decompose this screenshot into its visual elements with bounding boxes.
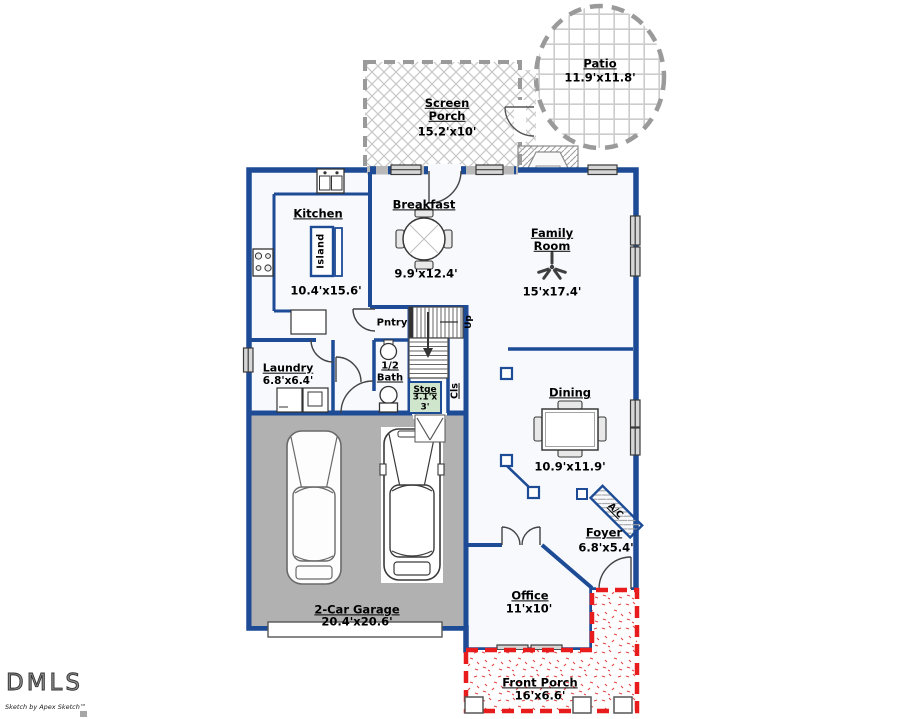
car-right [379,427,445,583]
kitchen-island [309,225,343,278]
island-label: Island [315,233,327,269]
screen-porch-label: Screen Porch [424,95,470,123]
front-porch-area [463,587,640,714]
window [629,399,641,428]
foyer-label: Foyer [585,525,623,540]
family-room-dims: 15'x17.4' [522,284,582,299]
stairs-up-label: Up [463,315,474,329]
storage-dims: 3.1'x 3' [412,392,438,413]
window [629,427,641,456]
kitchen-label: Kitchen [293,206,343,221]
garage-area [251,408,465,638]
laundry-dims: 6.8'x6.4' [262,374,314,387]
half-bath-label: 1/2 Bath [376,360,404,384]
office-french-door-right [521,526,541,546]
column-post [499,366,514,381]
dining-table [533,400,607,458]
screen-porch-door [504,106,535,137]
laundry-appliances [276,387,329,413]
kitchen-sink [316,168,345,194]
ceiling-fan-icon [537,251,567,280]
breakfast-dims: 9.9'x12.4' [394,266,458,281]
dining-label: Dining [548,385,592,400]
toilet-bowl [379,385,398,405]
laundry-label: Laundry [262,361,314,375]
patio-label: Patio [583,56,617,71]
breakfast-table [395,208,453,270]
cabinet [290,309,327,335]
dining-dims: 10.9'x11.9' [534,459,606,474]
column-post [576,488,588,500]
patio-dims: 11.9'x11.8' [564,70,636,85]
porch-post [464,696,484,714]
colonnade [499,366,541,500]
artifact-mark [80,711,87,717]
car-mirror-right [437,463,445,476]
staircase [408,306,464,379]
pantry-label: Pntry [376,317,408,329]
window [390,164,422,176]
patio-area [533,3,667,151]
laundry-door [310,339,334,363]
dryer [276,387,303,413]
garage-label: 2-Car Garage [314,602,400,617]
family-room-label: Family Room [530,225,574,253]
porch-post [572,696,592,714]
column-post [526,485,541,500]
front-porch-dims: 16'x6.6' [514,688,566,703]
office-french-door-left [501,526,521,546]
cooktop [252,248,274,277]
column-post [499,453,514,468]
car-left [286,430,342,585]
hall-door [335,356,362,383]
garage-dims: 20.4'x20.6' [321,614,393,629]
window [475,164,504,176]
garage-door [267,621,443,638]
sketch-credit: Sketch by Apex Sketch™ [5,703,87,711]
ac-chase [576,484,644,540]
screen-porch-area [363,60,536,170]
bath-fixtures [378,339,399,413]
window [242,347,254,373]
breakfast-label: Breakfast [392,197,456,212]
breakfast-door-gap [428,164,461,175]
dmls-watermark: DMLS [6,670,83,697]
closet-label: Cls [449,383,461,399]
foyer-dims: 6.8'x5.4' [578,540,634,555]
window [629,215,641,246]
storage-label: Stge [413,384,437,395]
pantry-door [352,308,376,332]
office-label: Office [511,588,549,603]
car-mirror-left [379,463,387,476]
kitchen-fixtures [252,168,345,335]
window [587,164,618,176]
office-dims: 11'x10' [505,601,553,616]
screen-porch-door-gap [514,100,526,142]
storage-closet [408,381,442,414]
bath-door [340,380,374,414]
toilet-tank [378,402,399,413]
kitchen-dims: 10.4'x15.6' [290,283,362,298]
window [629,246,641,277]
front-door [598,556,632,590]
bath-sink [379,342,398,361]
porch-post [613,696,633,714]
front-porch-label: Front Porch [502,675,578,690]
kitchen-counter-edge [272,192,368,313]
breakfast-door [428,170,462,204]
screen-porch-dims: 15.2'x10' [417,124,477,139]
